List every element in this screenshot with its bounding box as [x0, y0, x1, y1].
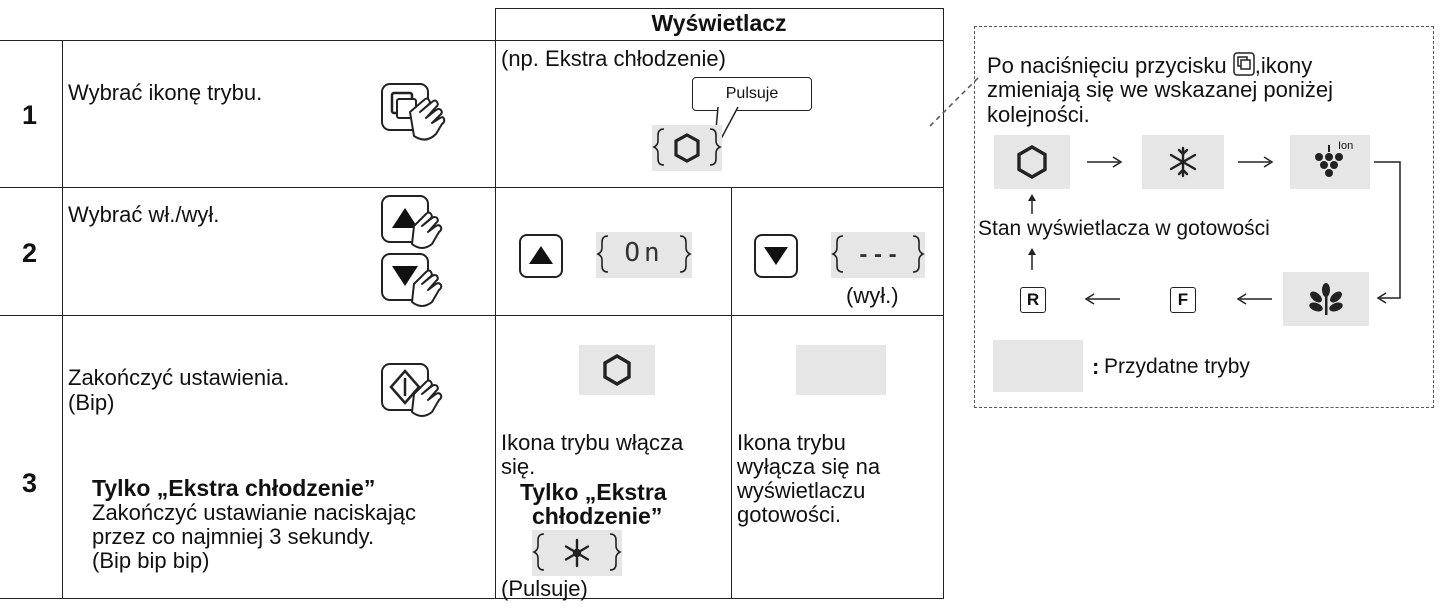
hexagon-icon — [674, 133, 700, 163]
panel-line1-text: Po naciśnięciu przycisku — [987, 53, 1233, 78]
step-3-beep: (Bip) — [68, 390, 115, 415]
panel-connector — [929, 77, 979, 127]
mode-sequence-panel — [974, 26, 1434, 408]
snowflake-icon — [1169, 146, 1197, 178]
loop-arrow — [1374, 161, 1401, 304]
step-number-2: 2 — [22, 238, 38, 268]
pulse-note: (Pulsuje) — [501, 576, 588, 601]
up-button-icon — [519, 234, 563, 278]
icon-on-line2: się. — [501, 454, 536, 479]
arrow-up-icon — [1028, 194, 1036, 214]
extra-cooling-line3: (Bip bip bip) — [92, 548, 210, 573]
standby-label: Stan wyświetlacza w gotowości — [978, 217, 1270, 240]
icon-on-line1: Ikona trybu włącza — [501, 430, 684, 455]
panel-line1-tail: ,ikony — [1254, 53, 1313, 78]
on-display-text: On — [624, 238, 664, 268]
seq-grapes-ion: Ion — [1290, 135, 1370, 189]
panel-line3: kolejności. — [987, 102, 1090, 127]
panel-line1: Po naciśnięciu przycisku ,ikony — [987, 52, 1312, 78]
step-number-3: 3 — [22, 468, 38, 498]
extra-cooling-line1: Zakończyć ustawianie naciskając — [92, 500, 417, 525]
on-extra-line2: chłodzenie” — [532, 503, 663, 529]
off-label: (wył.) — [846, 283, 899, 308]
icon-off-line3: wyświetlaczu — [737, 478, 866, 503]
off-display-text: - - - — [859, 241, 897, 268]
off-display: - - - — [831, 232, 925, 278]
legend-colon: : — [1092, 354, 1100, 379]
arrow-left-icon — [1236, 293, 1272, 305]
seq-R-mode: R — [1020, 287, 1046, 313]
seq-snowflake — [1142, 135, 1224, 189]
F-mode-icon: F — [1177, 290, 1189, 309]
arrow-right-icon — [1238, 156, 1274, 168]
down-button-icon — [381, 253, 443, 307]
on-display: On — [596, 232, 692, 278]
leaves-icon — [1309, 283, 1343, 315]
R-mode-icon: R — [1026, 290, 1040, 309]
icon-off-line4: gotowości. — [737, 502, 841, 527]
display-example-note: (np. Ekstra chłodzenie) — [501, 46, 726, 71]
step-1-instruction: Wybrać ikonę trybu. — [68, 80, 263, 105]
seq-leaves — [1283, 272, 1369, 326]
legend-swatch — [993, 340, 1083, 392]
hexagon-icon — [1017, 145, 1047, 179]
pulse-callout-label: Pulsuje — [725, 85, 779, 102]
pulse-callout: Pulsuje — [692, 77, 812, 111]
table-header: Wyświetlacz — [651, 10, 787, 36]
grapes-ion-icon — [1315, 145, 1343, 177]
arrow-left-icon — [1084, 293, 1120, 305]
step-number-1: 1 — [22, 100, 38, 130]
hexagon-on-display — [579, 345, 655, 395]
blank-off-display — [796, 345, 886, 395]
legend-label: Przydatne tryby — [1104, 355, 1250, 378]
up-button-icon — [381, 195, 443, 249]
arrow-right-icon — [1087, 156, 1123, 168]
ion-label: Ion — [1338, 140, 1354, 152]
mode-button-icon — [1233, 52, 1255, 76]
icon-off-line2: wyłącza się na — [737, 454, 881, 479]
snowflake-icon — [564, 538, 590, 568]
step-3-instruction: Zakończyć ustawienia. — [68, 365, 290, 390]
hexagon-icon — [603, 354, 631, 386]
mode-button-icon — [381, 83, 446, 141]
snowflake-pulse-display — [532, 530, 622, 576]
finger-press-icon — [409, 97, 446, 141]
panel-line2: zmieniają się we wskazanej poniżej — [987, 77, 1334, 102]
icon-off-line1: Ikona trybu — [737, 430, 846, 455]
on-extra-line1: Tylko „Ekstra — [520, 479, 667, 505]
extra-cooling-line2: przez co najmniej 3 sekundy. — [92, 524, 375, 549]
down-button-icon — [754, 234, 798, 278]
arrow-up-icon — [1028, 248, 1036, 270]
extra-cooling-title: Tylko „Ekstra chłodzenie” — [92, 475, 376, 501]
pulsing-hexagon-display — [652, 125, 722, 171]
set-button-icon — [381, 363, 443, 417]
step-2-instruction: Wybrać wł./wył. — [68, 202, 220, 227]
seq-hexagon — [994, 135, 1070, 189]
seq-F-mode: F — [1170, 287, 1196, 313]
